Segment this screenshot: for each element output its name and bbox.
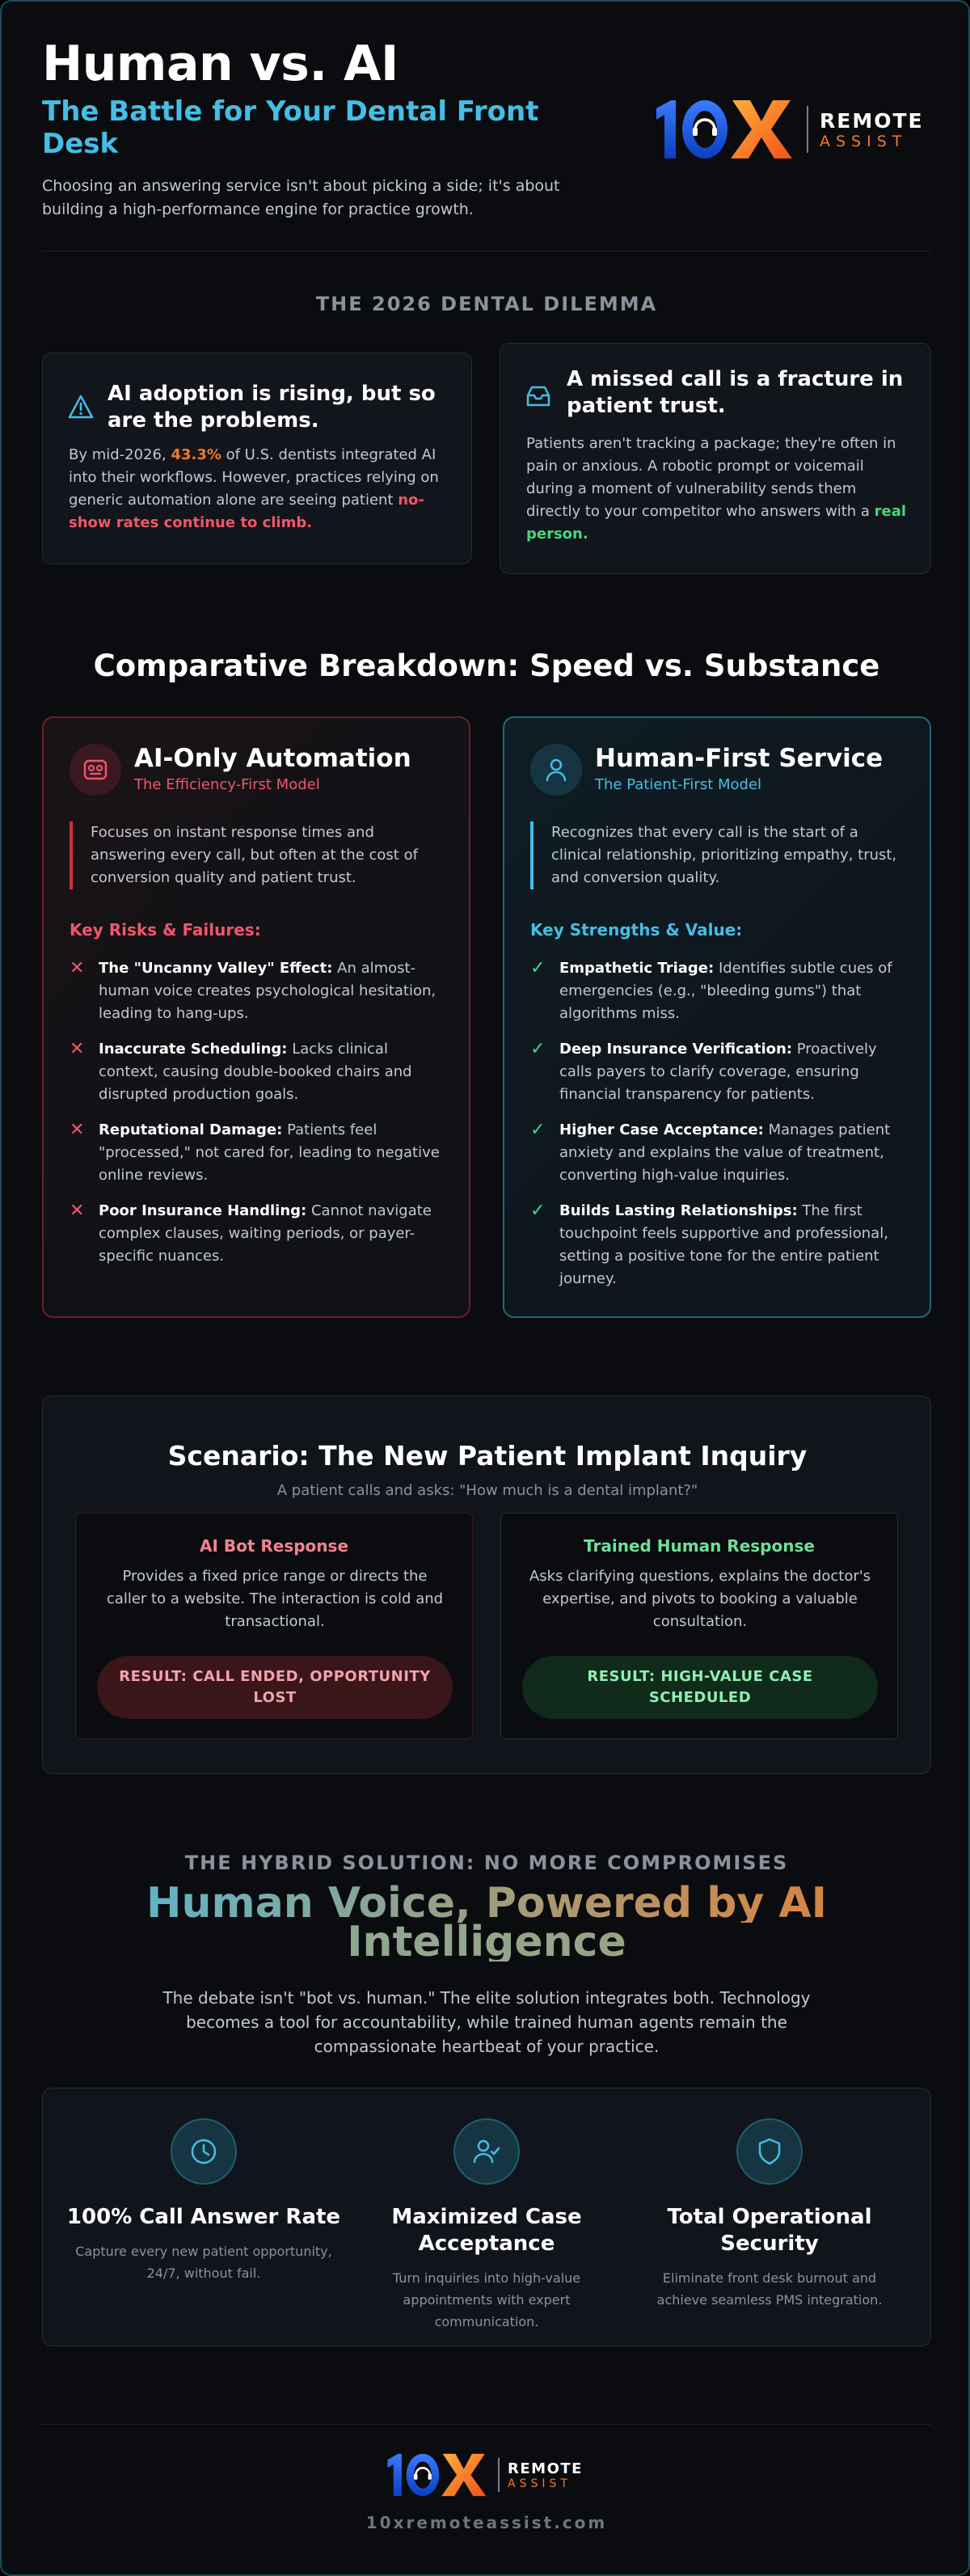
robot-icon <box>70 744 121 796</box>
risks-heading: Key Risks & Failures: <box>70 920 261 940</box>
logo-wordmark: REMOTE ASSIST <box>807 106 924 153</box>
feature-case-acceptance: Maximized Case Acceptance Turn inquiries… <box>349 2118 624 2333</box>
dilemma-card-title: A missed call is a fracture in patient t… <box>567 367 904 418</box>
check-mark-icon: ✓ <box>530 958 546 978</box>
feature-body: Eliminate front desk burnout and achieve… <box>656 2270 883 2308</box>
hybrid-description: The debate isn't "bot vs. human." The el… <box>162 1988 811 2056</box>
list-item: ✕Inaccurate Scheduling: Lacks clinical c… <box>70 1038 449 1106</box>
scenario-subtitle: A patient calls and asks: "How much is a… <box>276 1482 698 1499</box>
bot-response-title: AI Bot Response <box>199 1536 349 1556</box>
list-item: ✕Reputational Damage: Patients feel "pro… <box>70 1119 449 1187</box>
risks-list: ✕The "Uncanny Valley" Effect: An almost-… <box>70 957 449 1281</box>
bot-response-card: AI Bot Response Provides a fixed price r… <box>75 1513 473 1739</box>
shield-icon <box>736 2118 803 2185</box>
brand-logo: REMOTE ASSIST <box>653 97 924 162</box>
feature-body: Capture every new patient opportunity, 2… <box>75 2244 332 2281</box>
feature-title: Total Operational Security <box>667 2205 872 2256</box>
ai-card-summary: Focuses on instant response times and an… <box>70 821 446 889</box>
dilemma-card-ai-adoption: AI adoption is rising, but so are the pr… <box>42 353 472 564</box>
bot-response-body: Provides a fixed price range or directs … <box>106 1568 444 1630</box>
ai-card-title: AI-Only Automation <box>134 744 411 773</box>
human-card-tagline: The Patient-First Model <box>595 776 762 793</box>
no-show-alert: no-show rates continue to climb. <box>69 492 424 531</box>
strengths-heading: Key Strengths & Value: <box>530 920 743 940</box>
feature-body: Turn inquiries into high-value appointme… <box>392 2270 581 2329</box>
page-title: Human vs. AI <box>42 36 399 92</box>
logo-mark-icon <box>656 100 792 158</box>
dilemma-card-missed-call: A missed call is a fracture in patient t… <box>500 343 931 574</box>
feature-title: 100% Call Answer Rate <box>66 2205 341 2229</box>
check-mark-icon: ✓ <box>530 1120 546 1140</box>
hybrid-headline: Human Voice, Powered by AI Intelligence <box>2 1882 968 1963</box>
x-mark-icon: ✕ <box>70 1120 85 1140</box>
x-mark-icon: ✕ <box>70 958 85 978</box>
adoption-stat: 43.3% <box>171 446 221 463</box>
feature-title: Maximized Case Acceptance <box>391 2205 582 2256</box>
human-card-title: Human-First Service <box>595 744 884 773</box>
page-description: Choosing an answering service isn't abou… <box>42 177 560 218</box>
list-item: ✕Poor Insurance Handling: Cannot navigat… <box>70 1200 449 1268</box>
check-mark-icon: ✓ <box>530 1039 546 1059</box>
inbox-icon <box>526 386 550 407</box>
list-item: ✓Empathetic Triage: Identifies subtle cu… <box>530 957 910 1025</box>
comparison-heading: Comparative Breakdown: Speed vs. Substan… <box>93 648 880 683</box>
human-response-card: Trained Human Response Asks clarifying q… <box>500 1513 898 1739</box>
dilemma-label: THE 2026 DENTAL DILEMMA <box>315 293 658 315</box>
real-person-highlight: real person. <box>526 503 907 543</box>
human-result-badge: RESULT: HIGH-VALUE CASE SCHEDULED <box>522 1656 878 1719</box>
page-subtitle: The Battle for Your Dental Front Desk <box>42 95 539 160</box>
logo-mark-icon <box>387 2453 487 2497</box>
clock-icon <box>171 2118 237 2185</box>
x-mark-icon: ✕ <box>70 1201 85 1221</box>
footer-logo: REMOTE ASSIST <box>385 2451 583 2498</box>
human-response-title: Trained Human Response <box>584 1536 815 1556</box>
list-item: ✓Builds Lasting Relationships: The first… <box>530 1200 910 1290</box>
human-response-body: Asks clarifying questions, explains the … <box>529 1568 871 1630</box>
ai-only-card: AI-Only Automation The Efficiency-First … <box>42 716 470 1318</box>
scenario-panel: Scenario: The New Patient Implant Inquir… <box>42 1396 931 1774</box>
check-mark-icon: ✓ <box>530 1201 546 1221</box>
footer-website-link[interactable]: 10xremoteassist.com <box>365 2513 608 2532</box>
scenario-title: Scenario: The New Patient Implant Inquir… <box>167 1440 808 1472</box>
x-mark-icon: ✕ <box>70 1039 85 1059</box>
list-item: ✓Higher Case Acceptance: Manages patient… <box>530 1119 910 1187</box>
bot-result-badge: RESULT: CALL ENDED, OPPORTUNITY LOST <box>97 1656 453 1719</box>
human-card-summary: Recognizes that every call is the start … <box>530 821 907 889</box>
dilemma-card-title: AI adoption is rising, but so are the pr… <box>108 382 436 433</box>
hybrid-label: THE HYBRID SOLUTION: NO MORE COMPROMISES <box>184 1852 789 1874</box>
dilemma-card-body: By mid-2026, 43.3% of U.S. dentists inte… <box>69 446 439 531</box>
list-item: ✕The "Uncanny Valley" Effect: An almost-… <box>70 957 449 1025</box>
feature-call-answer-rate: 100% Call Answer Rate Capture every new … <box>66 2118 341 2284</box>
feature-operational-security: Total Operational Security Eliminate fro… <box>632 2118 907 2311</box>
person-icon <box>530 744 582 796</box>
human-first-card: Human-First Service The Patient-First Mo… <box>503 716 931 1318</box>
user-check-icon <box>453 2118 520 2185</box>
divider <box>42 2424 931 2425</box>
dilemma-card-body: Patients aren't tracking a package; they… <box>526 435 907 543</box>
logo-wordmark: REMOTE ASSIST <box>498 2458 583 2492</box>
strengths-list: ✓Empathetic Triage: Identifies subtle cu… <box>530 957 910 1303</box>
ai-card-tagline: The Efficiency-First Model <box>134 776 320 793</box>
list-item: ✓Deep Insurance Verification: Proactivel… <box>530 1038 910 1106</box>
warning-triangle-icon <box>68 395 94 419</box>
